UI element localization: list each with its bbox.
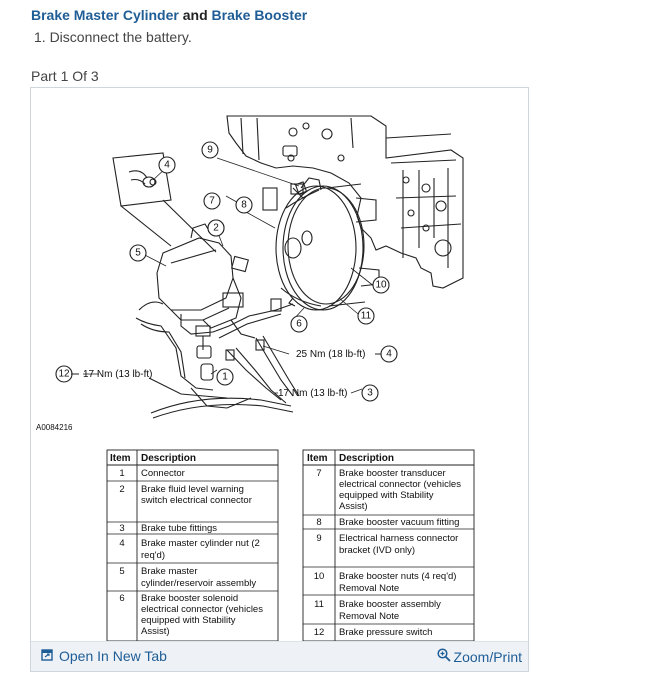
callout-4-detail: 4: [164, 160, 170, 171]
callout-3: 3: [367, 388, 373, 399]
right-desc-9a: Electrical harness connector: [339, 533, 458, 544]
right-header-desc: Description: [339, 453, 394, 464]
right-item-10: 10: [314, 571, 325, 582]
right-item-7: 7: [316, 468, 321, 479]
right-desc-10b: Removal Note: [339, 583, 399, 594]
new-tab-icon: [41, 648, 53, 664]
brake-booster: [275, 177, 380, 311]
brake-lines: [135, 301, 300, 419]
table-left: Item Description 1 Connector 2 Brake flu…: [106, 449, 279, 642]
right-desc-9b: bracket (IVD only): [339, 545, 415, 556]
right-desc-8: Brake booster vacuum fitting: [339, 517, 459, 528]
zoom-print-button[interactable]: Zoom/Print: [436, 648, 522, 665]
right-desc-11b: Removal Note: [339, 611, 399, 622]
callout-5: 5: [135, 248, 141, 259]
left-desc-5a: Brake master: [141, 566, 198, 577]
diagram-frame: 4 9 7 8 2 5 10 11 6 1 4 3 12 25 Nm (18 l…: [30, 87, 529, 672]
torque-25: 25 Nm (18 lb-ft): [296, 349, 365, 360]
callout-4: 4: [386, 349, 392, 360]
master-cylinder-link[interactable]: Brake Master Cylinder: [31, 7, 179, 23]
torque-17-lines: 17 Nm (13 lb-ft): [278, 388, 347, 399]
right-desc-7a: Brake booster transducer: [339, 468, 446, 479]
brake-diagram: 4 9 7 8 2 5 10 11 6 1 4 3 12 25 Nm (18 l…: [36, 115, 475, 642]
right-desc-7c: equipped with Stability: [339, 490, 434, 501]
right-item-12: 12: [314, 627, 325, 638]
callout-8: 8: [241, 200, 247, 211]
zoom-print-label: Zoom/Print: [453, 648, 522, 665]
callout-10: 10: [375, 280, 387, 291]
right-desc-7b: electrical connector (vehicles: [339, 479, 461, 490]
left-item-6: 6: [119, 593, 124, 604]
left-item-5: 5: [119, 566, 124, 577]
left-desc-4b: req'd): [141, 550, 165, 561]
right-desc-11a: Brake booster assembly: [339, 599, 441, 610]
callout-12: 12: [58, 369, 70, 380]
left-header-item: Item: [110, 453, 131, 464]
left-desc-2a: Brake fluid level warning: [141, 484, 244, 495]
master-cylinder: [156, 223, 294, 359]
left-desc-6c: equipped with Stability: [141, 615, 236, 626]
right-item-11: 11: [314, 599, 324, 610]
callout-7: 7: [209, 196, 215, 207]
figure-id: A0084216: [36, 423, 73, 432]
torque-17-switch: 17 Nm (13 lb-ft): [83, 369, 152, 380]
left-item-1: 1: [119, 468, 124, 479]
left-desc-6b: electrical connector (vehicles: [141, 604, 263, 615]
callouts: [55, 141, 398, 402]
step-text: 1. Disconnect the battery.: [34, 29, 192, 45]
right-item-8: 8: [316, 517, 321, 528]
open-new-tab-button[interactable]: Open In New Tab: [41, 648, 167, 664]
left-desc-6d: Assist): [141, 626, 170, 637]
callout-6: 6: [296, 319, 302, 330]
brake-booster-link[interactable]: Brake Booster: [211, 7, 308, 23]
right-item-9: 9: [316, 533, 321, 544]
left-item-2: 2: [119, 484, 124, 495]
left-desc-2b: switch electrical connector: [141, 495, 252, 506]
image-toolbar: Open In New Tab Zoom/Print: [31, 641, 528, 671]
callout-11: 11: [361, 311, 372, 322]
part-label: Part 1 Of 3: [31, 68, 99, 84]
page-heading: Brake Master Cylinder and Brake Booster: [31, 7, 307, 23]
open-new-tab-label: Open In New Tab: [59, 648, 167, 664]
right-header-item: Item: [307, 453, 328, 464]
heading-joiner: and: [182, 7, 208, 23]
left-desc-1: Connector: [141, 468, 185, 479]
left-desc-5b: cylinder/reservoir assembly: [141, 578, 256, 589]
callout-9: 9: [207, 145, 213, 156]
magnifier-plus-icon: [436, 648, 451, 665]
firewall-panel: [226, 115, 464, 289]
small-components: [200, 183, 314, 381]
left-header-desc: Description: [141, 453, 196, 464]
right-desc-12: Brake pressure switch: [339, 627, 432, 638]
right-desc-7d: Assist): [339, 501, 368, 512]
callout-2: 2: [213, 223, 219, 234]
left-desc-4a: Brake master cylinder nut (2: [141, 538, 260, 549]
left-desc-6a: Brake booster solenoid: [141, 593, 238, 604]
left-item-4: 4: [119, 538, 124, 549]
left-desc-3: Brake tube fittings: [141, 523, 217, 534]
left-item-3: 3: [119, 523, 124, 534]
table-right: Item Description 7 Brake booster transdu…: [302, 449, 475, 642]
right-desc-10a: Brake booster nuts (4 req'd): [339, 571, 456, 582]
detail-inset: [112, 152, 217, 253]
callout-1: 1: [222, 372, 228, 383]
